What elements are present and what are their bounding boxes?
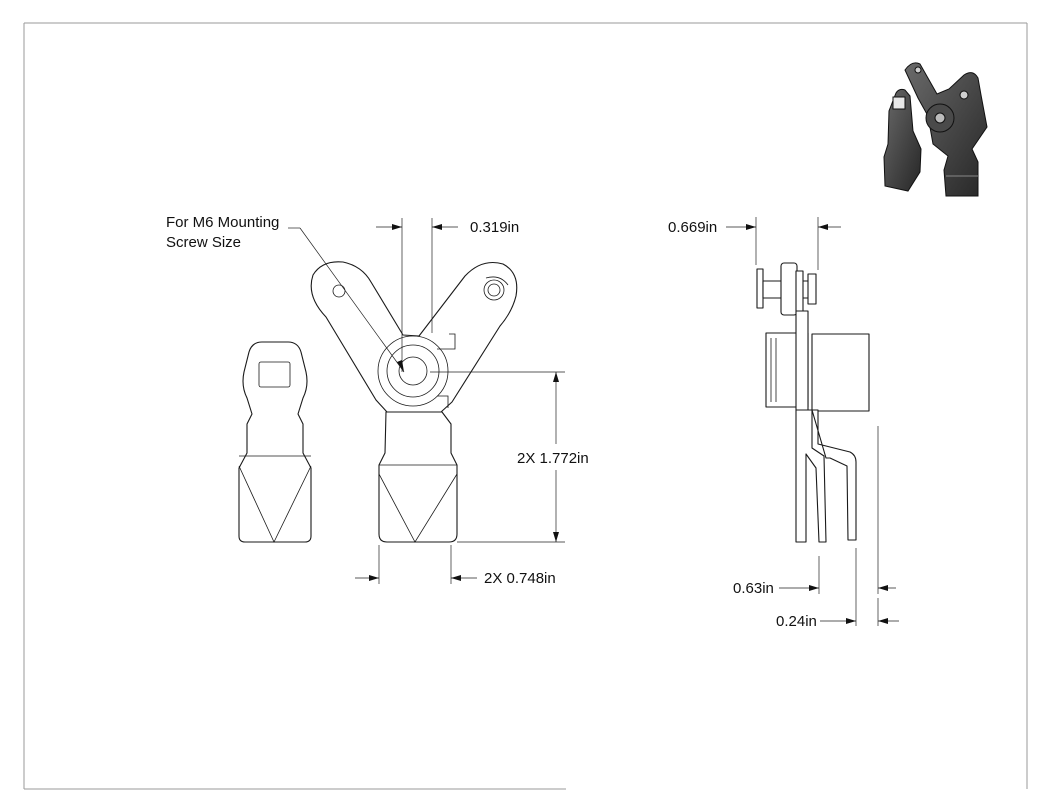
mounting-note-line1: For M6 Mounting	[166, 214, 279, 231]
isometric-render-image	[883, 62, 988, 197]
mounting-note-line2: Screw Size	[166, 234, 241, 251]
dimension-top-width: 0.319in	[376, 218, 519, 372]
separate-lever-part	[238, 341, 312, 543]
dimension-height: 2X 1.772in	[430, 371, 589, 543]
dimension-tip-width: 2X 0.748in	[355, 545, 556, 587]
dimension-side-width: 0.669in	[668, 217, 841, 270]
drawing-border	[23, 22, 1028, 790]
offset-a-label: 0.63in	[733, 580, 774, 597]
front-lever-blade-part	[378, 411, 458, 543]
dimension-offset-a: 0.63in	[733, 426, 896, 597]
side-view-part	[756, 262, 870, 543]
top-width-label: 0.319in	[470, 219, 519, 236]
height-label: 2X 1.772in	[517, 450, 589, 467]
side-width-label: 0.669in	[668, 219, 717, 236]
offset-b-label: 0.24in	[776, 613, 817, 630]
note-leader: For M6 Mounting Screw Size	[166, 214, 405, 373]
dimension-offset-b: 0.24in	[776, 548, 899, 630]
tip-width-label: 2X 0.748in	[484, 570, 556, 587]
v-shaped-body-part	[310, 261, 518, 413]
